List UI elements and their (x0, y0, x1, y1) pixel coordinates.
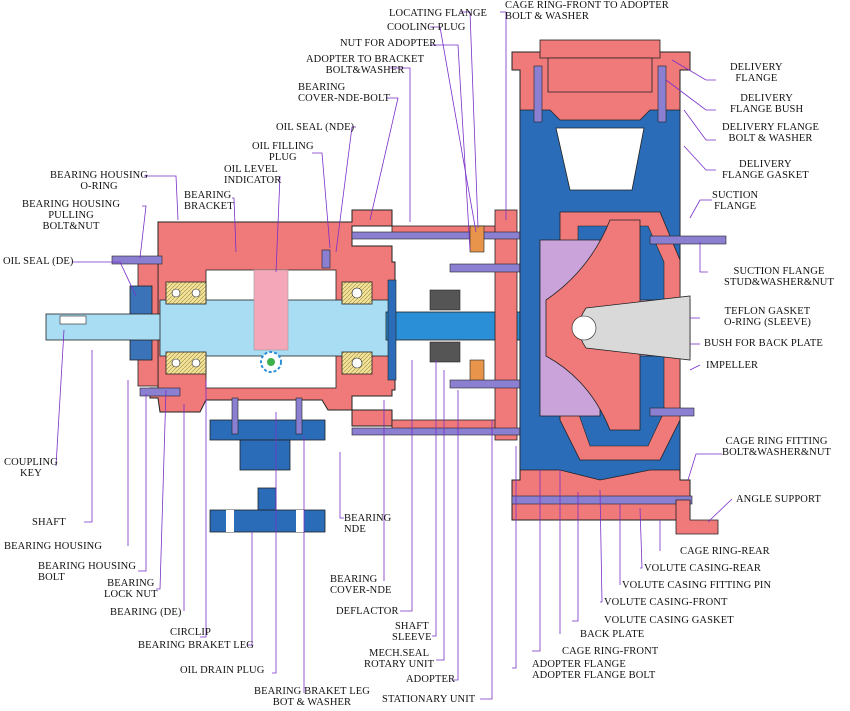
bearing-nde (341, 281, 373, 375)
leader-lines (55, 11, 733, 700)
label-adopter: ADOPTER (406, 674, 456, 685)
label-volute-casing-rear: VOLUTE CASING-REAR (644, 563, 762, 574)
label-cage-ring-front: CAGE RING-FRONT (562, 646, 659, 657)
label-bearing-braket-leg: BEARING BRAKET LEG (138, 640, 254, 651)
label-volute-casing-gasket: VOLUTE CASING GASKET (604, 615, 734, 626)
label-cage-ring-rear: CAGE RING-REAR (680, 546, 770, 557)
label-nut-for-adopter: NUT FOR ADOPTER (340, 38, 437, 49)
label-circlip: CIRCLIP (170, 627, 211, 638)
label-oil-seal-de: OIL SEAL (DE) (3, 256, 74, 267)
label-oil-drain-plug: OIL DRAIN PLUG (180, 665, 265, 676)
label-cooling-plug: COOLING PLUG (387, 22, 466, 33)
label-locating-flange: LOCATING FLANGE (389, 8, 488, 19)
label-angle-support: ANGLE SUPPORT (736, 494, 821, 505)
label-bush-for-back-plate: BUSH FOR BACK PLATE (704, 338, 823, 349)
bearing-de (165, 281, 207, 375)
adopter-bracket (351, 209, 531, 441)
label-volute-casing-fitting-pin: VOLUTE CASING FITTING PIN (622, 580, 772, 591)
impeller (539, 219, 691, 431)
casing-bolts (511, 65, 727, 505)
oil-level-indicator (253, 269, 289, 373)
bearing-bracket-leg (209, 397, 326, 533)
angle-support (675, 499, 719, 535)
label-shaft: SHAFT (32, 517, 66, 528)
label-stationary-unit: STATIONARY UNIT (382, 694, 476, 705)
label-back-plate: BACK PLATE (580, 629, 645, 640)
label-oil-seal-nde: OIL SEAL (NDE) (276, 122, 355, 133)
label-impeller: IMPELLER (706, 360, 759, 371)
label-deflactor: DEFLACTOR (336, 606, 399, 617)
label-bearing-de: BEARING (DE) (110, 607, 182, 618)
housing-bolts (111, 249, 331, 397)
label-volute-casing-front: VOLUTE CASING-FRONT (604, 597, 728, 608)
label-bearing-housing: BEARING HOUSING (4, 541, 103, 552)
